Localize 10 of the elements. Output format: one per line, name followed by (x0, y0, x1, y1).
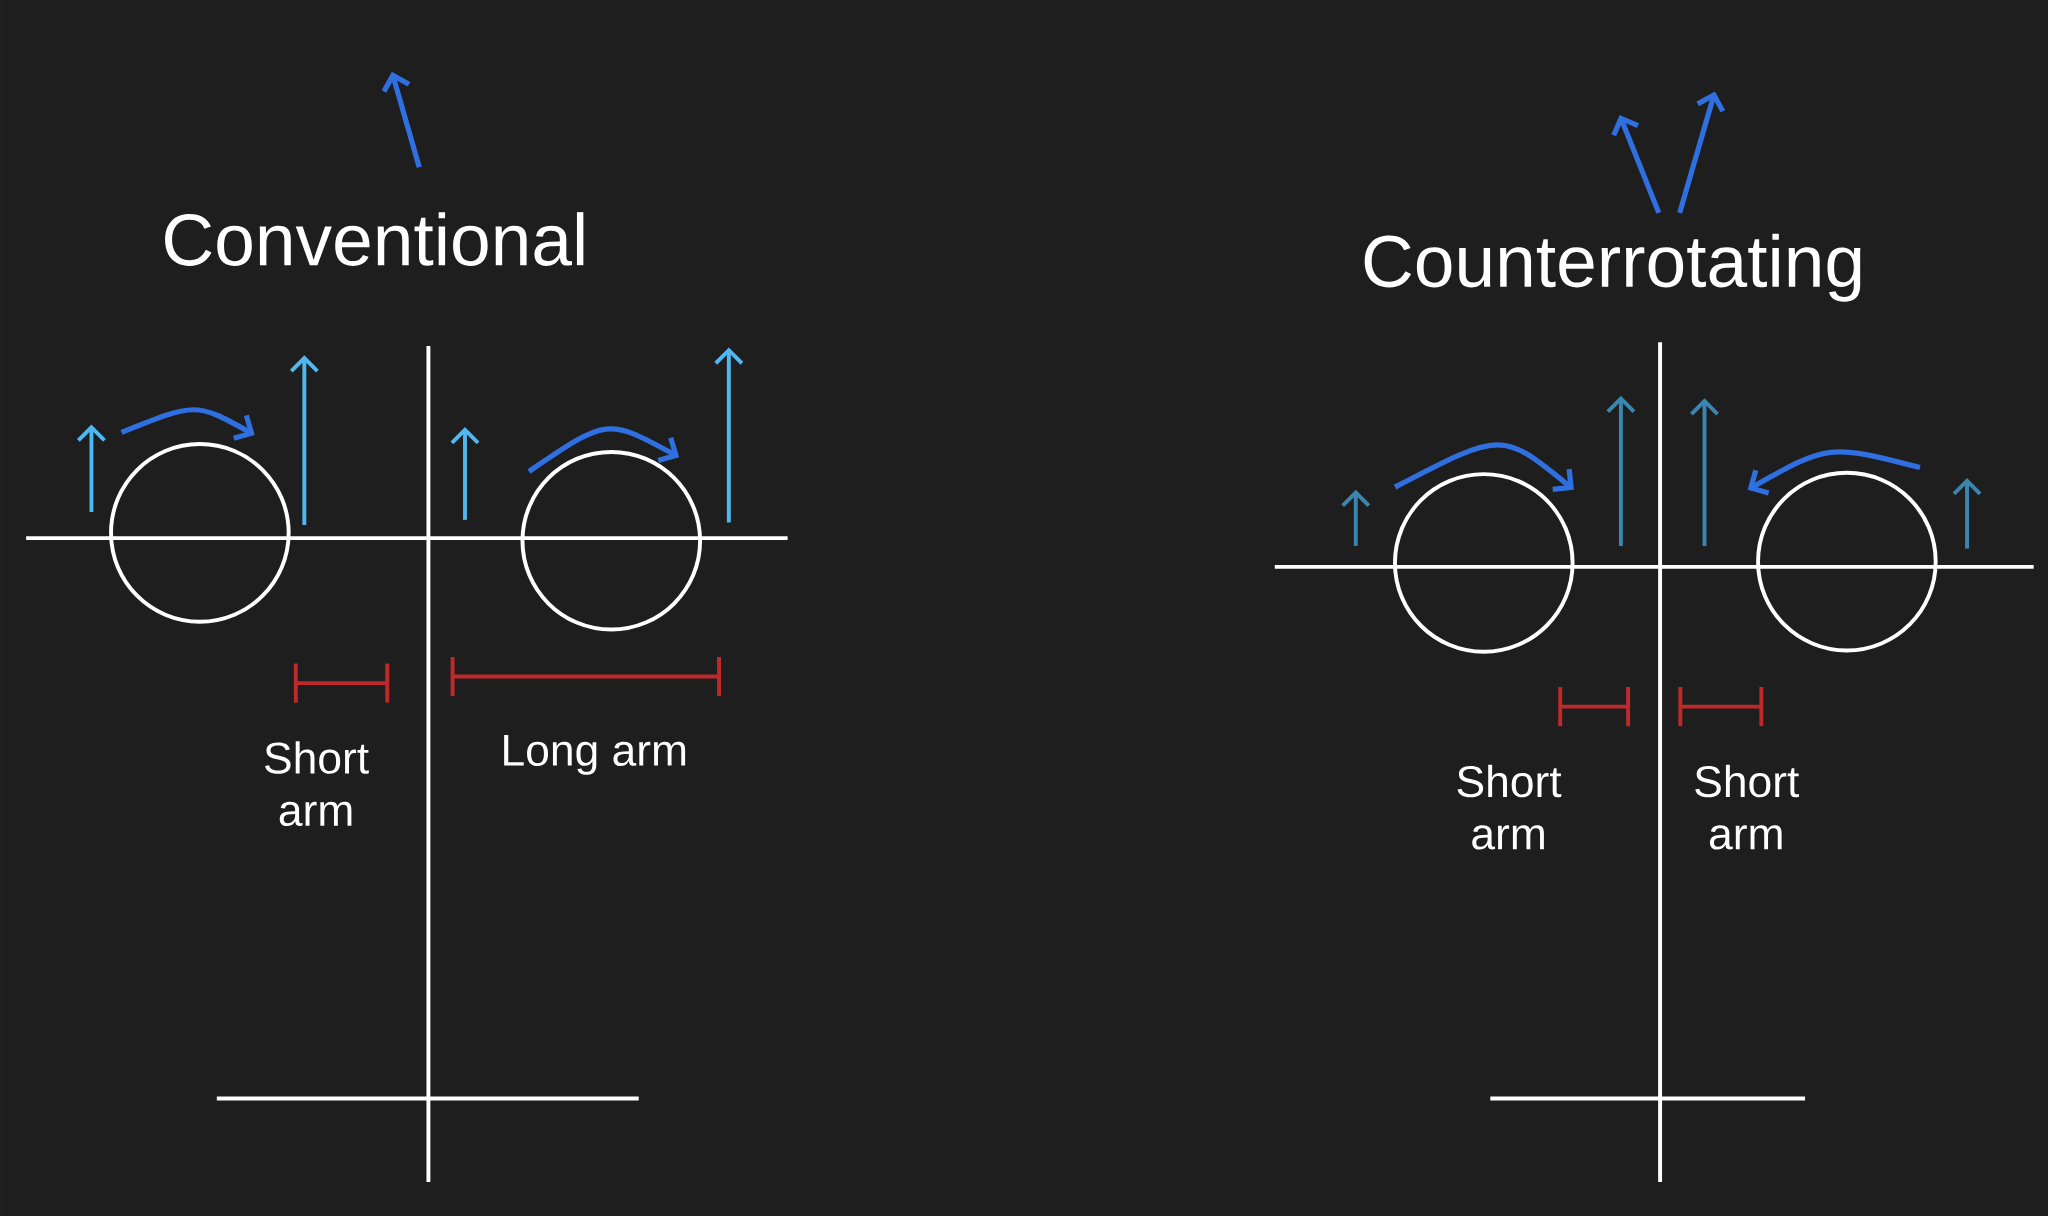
rotor-circle (520, 449, 703, 632)
rotor-circle (109, 442, 291, 624)
arm-label: Short arm (1695, 764, 1799, 850)
title: Counterrotating (1364, 233, 1861, 302)
rotor-circle (1756, 470, 1938, 653)
arm-label: Short arm (1457, 764, 1562, 850)
title: Conventional (165, 212, 584, 266)
rotor-circle (1393, 472, 1575, 654)
arm-label: Long arm (504, 735, 686, 775)
arm-label: Short arm (265, 741, 369, 827)
